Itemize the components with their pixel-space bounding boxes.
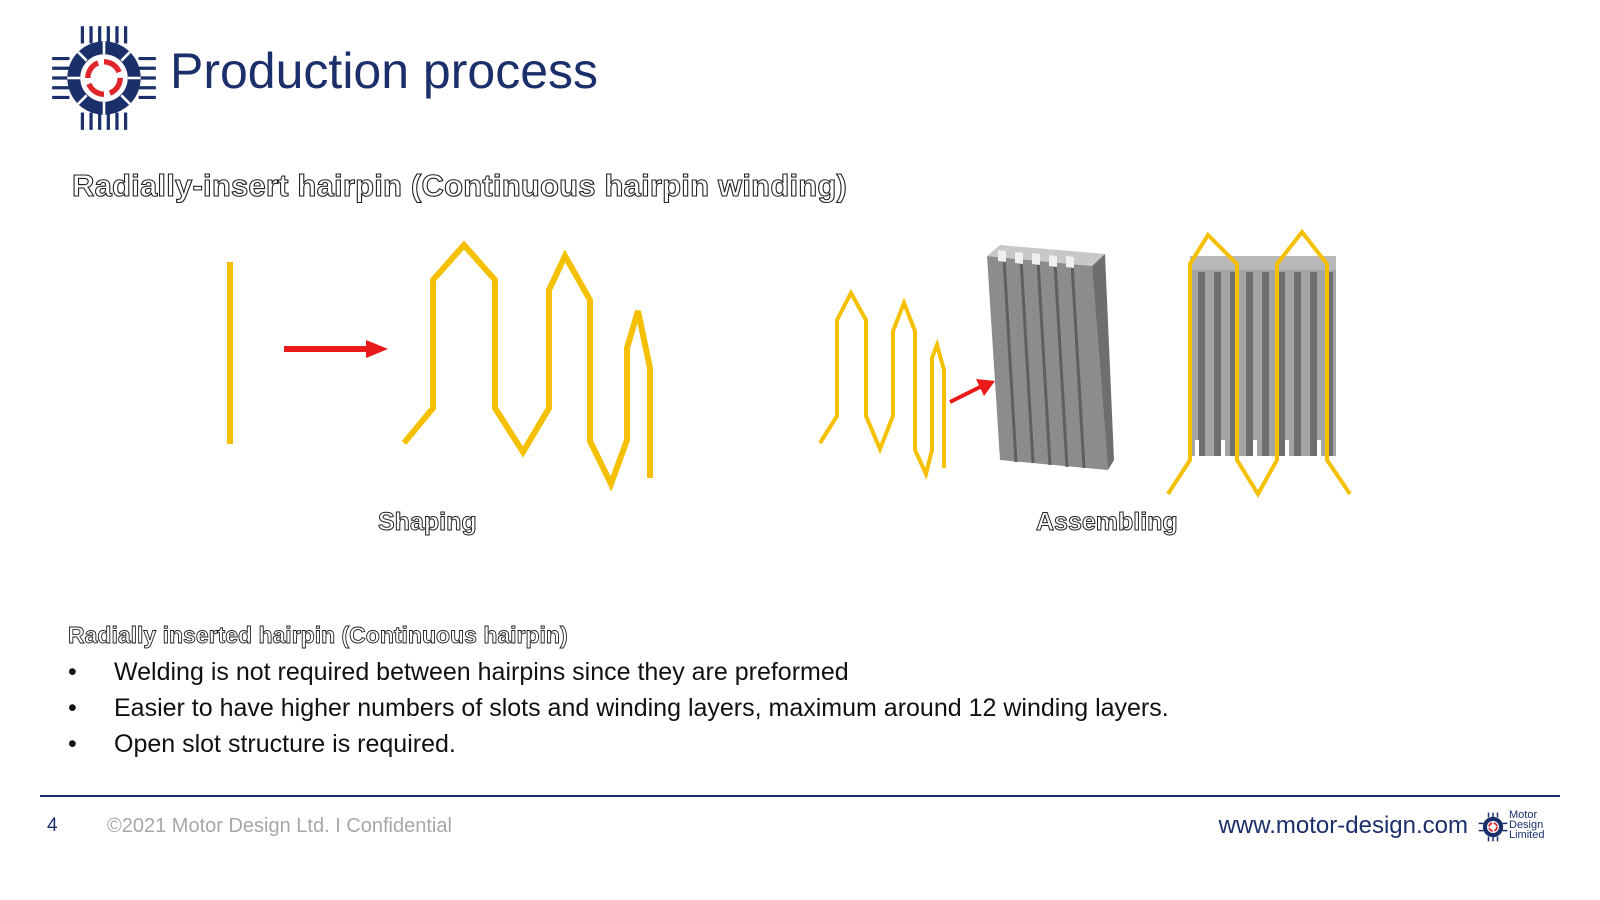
motor-logo-icon — [52, 26, 156, 130]
brand-line: Motor — [1509, 809, 1538, 821]
hairpin-wire-icon — [1166, 228, 1352, 498]
bullet-icon: • — [68, 694, 77, 722]
stator-block-icon — [987, 245, 1114, 470]
caption-assembling: Assembling — [1036, 508, 1179, 537]
footer-brand: Motor Design Limited — [1509, 809, 1553, 841]
page-number: 4 — [47, 815, 58, 836]
footer-divider — [40, 795, 1560, 797]
hairpin-wire-icon — [818, 288, 946, 481]
notes-heading: Radially inserted hairpin (Continuous ha… — [68, 622, 569, 649]
page-title: Production process — [170, 43, 599, 99]
caption-shaping: Shaping — [378, 508, 478, 537]
list-item: • Welding is not required between hairpin… — [68, 654, 1169, 690]
red-arrow-icon — [284, 340, 388, 358]
bullet-icon: • — [68, 658, 77, 686]
bullet-list: • Welding is not required between hairpin… — [68, 654, 1169, 762]
copyright-text: ©2021 Motor Design Ltd. I Confidential — [107, 815, 452, 837]
bullet-icon: • — [68, 730, 77, 758]
hairpin-process-diagram — [227, 228, 1352, 498]
motor-logo-icon — [1478, 812, 1508, 842]
bullet-text: Open slot structure is required. — [114, 730, 456, 758]
brand-line: Design — [1509, 819, 1544, 831]
bullet-text: Easier to have higher numbers of slots a… — [114, 694, 1169, 722]
list-item: • Easier to have higher numbers of slots … — [68, 690, 1169, 726]
section-subtitle: Radially-insert hairpin (Continuous hair… — [71, 167, 848, 203]
hairpin-wire-icon — [401, 240, 653, 492]
assembled-stator-icon — [1166, 228, 1352, 498]
website-link[interactable]: www.motor-design.com — [1218, 812, 1468, 839]
bullet-text: Welding is not required between hairpins… — [114, 658, 849, 686]
list-item: • Open slot structure is required. — [68, 726, 1169, 762]
red-arrow-icon — [949, 379, 995, 404]
brand-line: Limited — [1509, 829, 1545, 841]
